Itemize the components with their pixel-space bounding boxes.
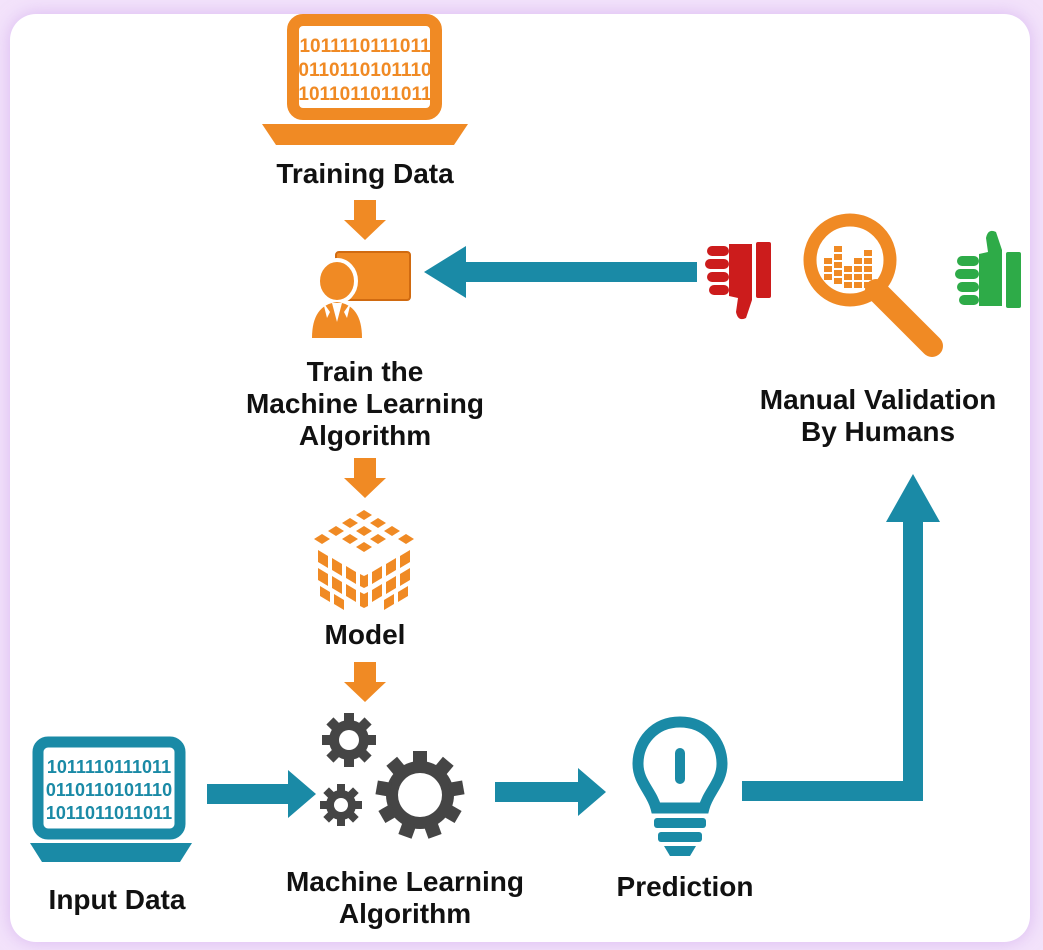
training-laptop-icon: 1011110111011 0110110101110 101101101101… [262, 14, 468, 145]
flow-diagram: 1011110111011 0110110101110 101101101101… [30, 14, 1021, 862]
thumbs-down-icon [705, 242, 771, 320]
validation-line-1: Manual Validation [759, 384, 997, 415]
lightbulb-icon [632, 716, 728, 856]
arrow-algorithm-to-prediction [495, 768, 606, 816]
train-line-2: Machine Learning [245, 388, 485, 419]
label-input-data: Input Data [12, 884, 222, 916]
label-prediction: Prediction [585, 871, 785, 903]
diagram-canvas: 1011110111011 0110110101110 101101101101… [10, 14, 1030, 942]
label-training-data: Training Data [215, 158, 515, 190]
binary-row-3: 1011011011011 [298, 84, 432, 105]
input-data-text: Input Data [48, 884, 186, 915]
arrow-input-to-algorithm [207, 770, 316, 818]
validation-line-2: By Humans [800, 416, 956, 447]
training-data-text: Training Data [276, 158, 454, 189]
input-laptop-icon: 1011110111011 0110110101110 101101101101… [30, 736, 192, 862]
ml-algorithm-line-1: Machine Learning [285, 866, 525, 897]
trainer-presentation-icon [312, 251, 411, 338]
prediction-text: Prediction [616, 871, 754, 902]
thumbs-up-icon [955, 230, 1021, 308]
train-line-3: Algorithm [298, 420, 432, 451]
label-train-algorithm: Train the Machine Learning Algorithm [195, 356, 535, 452]
label-ml-algorithm: Machine Learning Algorithm [235, 866, 575, 930]
model-text: Model [324, 619, 406, 650]
gears-icon [320, 713, 465, 839]
arrow-prediction-to-validation [742, 474, 940, 801]
binary-row-2: 0110110101110 [298, 60, 431, 81]
arrow-training-to-train [344, 200, 386, 240]
label-model: Model [265, 619, 465, 651]
model-cube-icon [314, 510, 414, 610]
arrow-train-to-model [344, 458, 386, 498]
ml-algorithm-line-2: Algorithm [338, 898, 472, 929]
label-manual-validation: Manual Validation By Humans [728, 384, 1028, 448]
magnifier-chart-icon [803, 213, 943, 357]
input-binary-row-3: 1011011011011 [46, 803, 172, 823]
input-binary-row-2: 0110110101110 [46, 780, 172, 800]
binary-row-1: 1011110111011 [299, 36, 431, 57]
input-binary-row-1: 1011110111011 [47, 757, 171, 777]
arrow-model-to-algorithm [344, 662, 386, 702]
arrow-feedback-to-train [424, 246, 697, 298]
train-line-1: Train the [306, 356, 424, 387]
